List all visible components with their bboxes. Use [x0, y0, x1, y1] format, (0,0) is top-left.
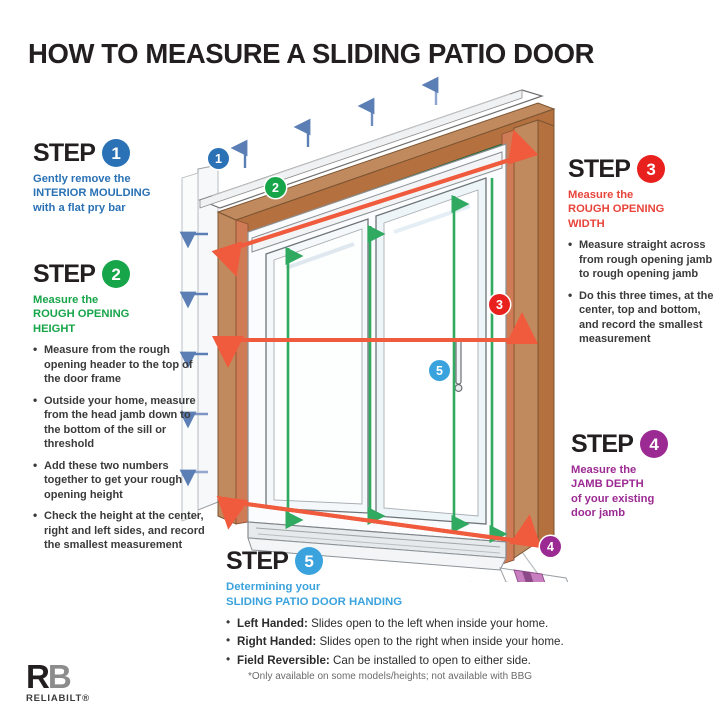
step-5-bullets: Left Handed: Slides open to the left whe…: [226, 615, 696, 668]
list-item: Right Handed: Slides open to the right w…: [226, 633, 696, 649]
step-5-badge: 5: [295, 547, 324, 575]
step-2-subtitle-line-1: Measure the: [33, 294, 99, 306]
door-handle: [454, 339, 463, 392]
handing-text-right: Slides open to the right when inside you…: [316, 635, 564, 649]
step-5-subtitle: Determining your SLIDING PATIO DOOR HAND…: [226, 580, 696, 609]
step-3-block: STEP 3 Measure the ROUGH OPENING WIDTH M…: [568, 155, 718, 354]
logo-wordmark: RELIABILT®: [26, 692, 90, 704]
step-1-subtitle-line-1: Gently remove the: [33, 173, 131, 185]
step-3-bullets: Measure straight across from rough openi…: [568, 237, 718, 347]
left-jamb-trim: [217, 211, 249, 525]
list-item: Measure from the rough opening header to…: [33, 342, 205, 387]
list-item: Measure straight across from rough openi…: [568, 237, 718, 282]
list-item: Do this three times, at the center, top …: [568, 288, 718, 347]
diagram-marker-1: 1: [208, 148, 229, 169]
step-1-header: STEP 1: [33, 139, 201, 167]
logo-letter-b: B: [47, 658, 72, 695]
step-2-subtitle: Measure the ROUGH OPENING HEIGHT: [33, 293, 205, 336]
step-4-subtitle-line-4: door jamb: [571, 506, 626, 519]
handing-label-right: Right Handed:: [237, 635, 317, 649]
list-item: Check the height at the center, right an…: [33, 508, 205, 553]
page-title: HOW TO MEASURE A SLIDING PATIO DOOR: [28, 38, 595, 69]
door-illustration-svg: [179, 76, 569, 582]
logo-letter-r: R: [26, 658, 50, 695]
step-4-block: STEP 4 Measure the JAMB DEPTH of your ex…: [571, 430, 719, 520]
jamb-depth-tape-measure: [499, 567, 569, 582]
step-1-badge: 1: [102, 139, 131, 167]
step-4-word: STEP: [571, 429, 634, 458]
list-item: Add these two numbers together to get yo…: [33, 458, 205, 503]
door-frame-and-panels: [247, 143, 507, 571]
step-2-subtitle-line-3: HEIGHT: [33, 322, 76, 335]
diagram-marker-4: 4: [540, 536, 561, 557]
handing-text-left: Slides open to the left when inside your…: [307, 617, 549, 631]
step-3-subtitle-line-3: WIDTH: [568, 217, 605, 230]
step-1-subtitle: Gently remove the INTERIOR MOULDING with…: [33, 172, 201, 215]
step-5-subtitle-line-1: Determining your: [226, 581, 321, 593]
moulding-removal-arrows-top: [230, 76, 439, 168]
diagram-marker-3: 3: [489, 294, 510, 315]
step-5-header: STEP 5: [226, 547, 696, 575]
step-4-subtitle: Measure the JAMB DEPTH of your existing …: [571, 463, 719, 520]
step-4-subtitle-line-2: JAMB DEPTH: [571, 478, 644, 491]
step-2-badge: 2: [102, 260, 131, 288]
step-3-subtitle-line-1: Measure the: [568, 189, 634, 201]
sliding-patio-door-diagram: 1 2 3 4 5: [170, 72, 580, 582]
step-5-block: STEP 5 Determining your SLIDING PATIO DO…: [226, 547, 696, 682]
step-5-subtitle-line-2: SLIDING PATIO DOOR HANDING: [226, 595, 403, 608]
step-3-header: STEP 3: [568, 155, 718, 183]
step-4-header: STEP 4: [571, 430, 719, 458]
step-2-subtitle-line-2: ROUGH OPENING: [33, 308, 130, 321]
diagram-marker-2: 2: [265, 177, 286, 198]
step-3-subtitle: Measure the ROUGH OPENING WIDTH: [568, 188, 718, 231]
diagram-marker-5: 5: [429, 360, 450, 381]
step-5-word: STEP: [226, 546, 289, 575]
step-4-badge: 4: [640, 430, 669, 458]
rough-opening-width-arrows: [211, 129, 542, 549]
step-2-block: STEP 2 Measure the ROUGH OPENING HEIGHT …: [33, 260, 205, 560]
step-1-subtitle-line-2: INTERIOR MOULDING: [33, 187, 151, 200]
handing-label-left: Left Handed:: [237, 617, 308, 631]
list-item: Field Reversible: Can be installed to op…: [226, 652, 696, 668]
step-2-header: STEP 2: [33, 260, 205, 288]
step-1-word: STEP: [33, 138, 96, 167]
step-3-word: STEP: [568, 154, 631, 183]
floor-lines: [470, 551, 545, 582]
step-2-word: STEP: [33, 259, 96, 288]
handing-text-reversible: Can be installed to open to either side.: [329, 653, 531, 667]
step-5-footnote: *Only available on some models/heights; …: [248, 671, 533, 683]
list-item: Left Handed: Slides open to the left whe…: [226, 615, 696, 631]
step-2-bullets: Measure from the rough opening header to…: [33, 342, 205, 553]
step-4-subtitle-line-3: of your existing: [571, 492, 655, 505]
step-3-subtitle-line-2: ROUGH OPENING: [568, 203, 665, 216]
step-3-badge: 3: [637, 155, 666, 183]
handing-label-reversible: Field Reversible:: [237, 653, 330, 667]
step-4-subtitle-line-1: Measure the: [571, 464, 637, 476]
reliabilt-logo: RB RELIABILT®: [26, 660, 90, 704]
logo-mark: RB: [26, 660, 90, 693]
rough-opening-height-arrows: [285, 178, 508, 544]
step-1-subtitle-line-3: with a flat pry bar: [33, 201, 126, 214]
step-1-block: STEP 1 Gently remove the INTERIOR MOULDI…: [33, 139, 201, 215]
list-item: Outside your home, measure from the head…: [33, 393, 205, 452]
